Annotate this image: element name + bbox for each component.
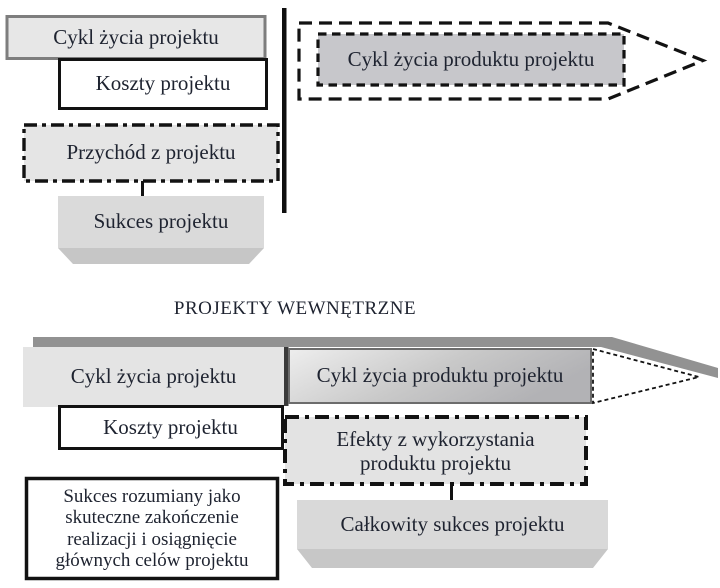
top-project-success-pedestal <box>58 248 264 264</box>
usage-effects-line-2: produktu projektu <box>359 450 512 475</box>
bottom-product-lifecycle-block <box>288 348 592 404</box>
bottom-project-costs-label: Koszty projektu <box>103 414 238 439</box>
top-dashed-arrow-outline <box>297 21 708 101</box>
bottom-total-success-pedestal <box>297 549 608 568</box>
usage-effects-line-1: Efekty z wykorzystania <box>336 426 535 451</box>
bottom-effects-success-connector <box>450 484 453 500</box>
bottom-project-lifecycle-label: Cykl życia projektu <box>70 364 237 389</box>
top-project-revenue-label: Przychód z projektu <box>66 140 236 165</box>
bottom-usage-effects-label: Efekty z wykorzystania produktu projektu <box>285 417 586 484</box>
top-project-costs-label: Koszty projektu <box>95 70 231 95</box>
top-project-revenue-box <box>22 123 280 183</box>
bottom-product-lifecycle-label: Cykl życia produktu projektu <box>316 363 564 388</box>
bottom-success-definition-box <box>24 476 280 581</box>
bottom-total-success-box <box>297 500 608 549</box>
bottom-success-definition-label: Sukces rozumiany jako skuteczne zakończe… <box>28 480 276 577</box>
top-vertical-axis-line <box>282 8 287 213</box>
top-revenue-success-connector <box>141 181 144 197</box>
bottom-arrowhead-outline <box>592 347 700 405</box>
bottom-total-success-label: Całkowity sukces projektu <box>340 511 565 536</box>
top-product-lifecycle-label: Cykl życia produktu projektu <box>347 46 595 71</box>
bottom-usage-effects-box <box>283 415 588 486</box>
success-definition-line-3: realizacji i osiągnięcie <box>67 528 237 550</box>
bottom-arrow-top-band <box>33 337 718 378</box>
success-definition-line-2: skuteczne zakończenie <box>65 507 239 528</box>
bottom-diagram-heading: PROJEKTY WEWNĘTRZNE <box>173 298 417 319</box>
success-definition-line-1: Sukces rozumiany jako <box>63 485 241 507</box>
bottom-project-lifecycle-block <box>23 347 284 407</box>
top-project-lifecycle-label: Cykl życia projektu <box>53 24 219 49</box>
top-project-success-box <box>58 196 264 248</box>
bottom-project-costs-box <box>58 405 284 450</box>
success-definition-line-4: głównych celów projektu <box>55 550 249 571</box>
top-product-lifecycle-box <box>316 32 626 87</box>
top-project-success-label: Sukces projektu <box>93 209 229 234</box>
bottom-arrow-divider <box>284 347 289 406</box>
top-project-costs-box <box>58 58 268 110</box>
